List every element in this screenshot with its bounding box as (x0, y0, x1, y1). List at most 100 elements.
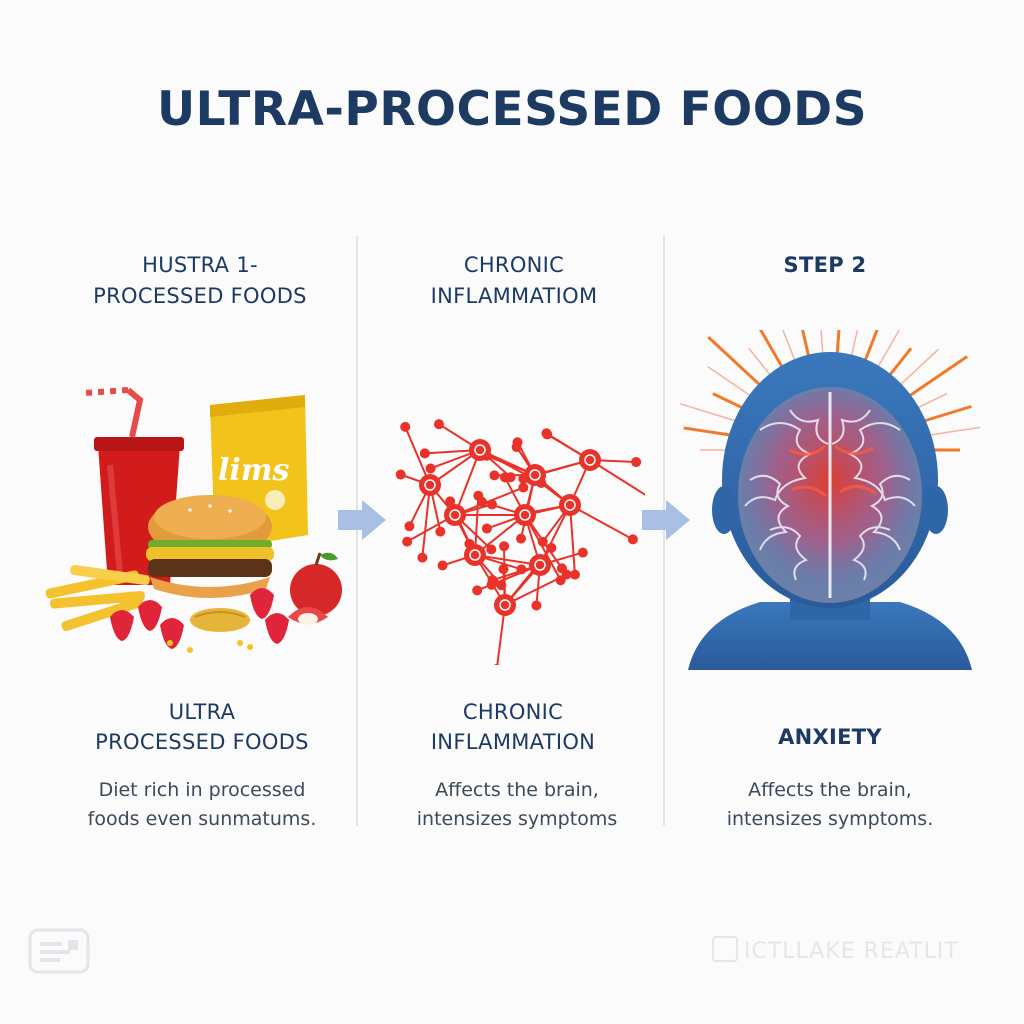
heading-line: STEP 2 (783, 253, 867, 277)
watermark-text: ICTLLAKE REATLIT (744, 939, 959, 964)
network-node (402, 536, 413, 547)
network-hub (529, 554, 551, 576)
network-hub-mark (584, 454, 596, 466)
network-hub-mark (564, 499, 576, 511)
watermark: ICTLLAKE REATLIT (712, 936, 1002, 964)
network-link (454, 449, 481, 516)
kernel-icon (167, 640, 253, 653)
label-line: ULTRA (168, 700, 236, 724)
network-link (589, 459, 645, 496)
shoulders-shape (688, 602, 972, 670)
network-node (499, 472, 510, 483)
network-link (524, 514, 562, 581)
ray-line (923, 426, 980, 437)
network-node (435, 526, 446, 537)
network-hub (494, 594, 516, 616)
column-label: ANXIETY (680, 722, 980, 752)
brain-icon (738, 387, 922, 603)
description-line: Diet rich in processed (98, 779, 306, 801)
network-hub (469, 439, 491, 461)
column-description: Diet rich in processed foods even sunmat… (52, 776, 352, 834)
network-node (577, 547, 588, 558)
network-node (433, 419, 444, 430)
description-line: intensizes symptoms. (726, 808, 934, 830)
column-label: CHRONIC INFLAMMATION (363, 697, 663, 757)
network-node (512, 437, 523, 448)
description-line: Affects the brain, (435, 779, 599, 801)
ray-line (707, 366, 752, 398)
ray-line (748, 347, 772, 377)
network-hub-mark (529, 469, 541, 481)
apple-icon (288, 552, 342, 625)
network-hub (579, 449, 601, 471)
rays (680, 330, 980, 452)
fries-icon (45, 564, 150, 632)
column-divider (356, 236, 358, 826)
network-hub-mark (469, 549, 481, 561)
network-node (425, 463, 436, 474)
network-node (404, 521, 415, 532)
column-divider (663, 236, 665, 826)
ray-line (876, 330, 901, 369)
network-link (569, 504, 576, 575)
label-line: PROCESSED FOODS (95, 730, 309, 754)
network-hub (444, 504, 466, 526)
network-node (445, 496, 456, 507)
network-node (516, 533, 527, 544)
ray-line (683, 426, 737, 438)
network-hub (514, 504, 536, 526)
watermark-icon (712, 936, 738, 962)
network-link (569, 504, 634, 541)
ray-line (915, 392, 948, 410)
network-node (419, 448, 430, 459)
ray-line (863, 330, 879, 363)
network-node (569, 569, 580, 580)
heading-line: PROCESSED FOODS (93, 284, 307, 308)
label-line: CHRONIC (462, 700, 564, 724)
brain-head-illustration (680, 330, 980, 670)
ray-line (680, 402, 740, 423)
network-link (421, 484, 431, 558)
processed-food-illustration: lims (45, 387, 342, 653)
arrow-right-icon (338, 500, 386, 540)
description-line: Affects the brain, (748, 779, 912, 801)
network-node (395, 469, 406, 480)
network-node (486, 544, 497, 555)
burger-icon (146, 495, 274, 598)
ray-line (801, 330, 811, 358)
ray-line (835, 330, 841, 356)
network-hub-mark (499, 599, 511, 611)
label-line: ANXIETY (778, 725, 882, 749)
network-node (518, 482, 529, 493)
ray-line (707, 335, 762, 387)
network-hub (419, 474, 441, 496)
column-heading: HUSTRA 1- PROCESSED FOODS (50, 250, 350, 312)
ray-line (758, 330, 784, 369)
network-hub-mark (449, 509, 461, 521)
heading-line: CHRONIC (463, 253, 565, 277)
column-heading: CHRONIC INFLAMMATIOM (364, 250, 664, 312)
ray-line (850, 330, 859, 358)
network-link (539, 504, 571, 566)
ray-line (820, 330, 824, 356)
network-node (627, 534, 638, 545)
network-node (489, 470, 500, 481)
network-node (487, 575, 498, 586)
network-node (473, 490, 484, 501)
column-label: ULTRA PROCESSED FOODS (52, 697, 352, 757)
heading-line: INFLAMMATIOM (430, 284, 598, 308)
column-description: Affects the brain, intensizes symptoms. (680, 776, 980, 834)
chip-icon (190, 608, 250, 632)
network-hub-mark (424, 479, 436, 491)
network-link (504, 573, 568, 606)
network-node (531, 600, 542, 611)
network-node (437, 560, 448, 571)
network-node (561, 569, 572, 580)
network-node (499, 541, 510, 552)
document-icon (28, 928, 90, 974)
strawberry-icon (110, 588, 289, 649)
network-node (541, 428, 552, 439)
network-hub-mark (474, 444, 486, 456)
ray-line (899, 348, 940, 386)
ray-line (920, 404, 972, 424)
